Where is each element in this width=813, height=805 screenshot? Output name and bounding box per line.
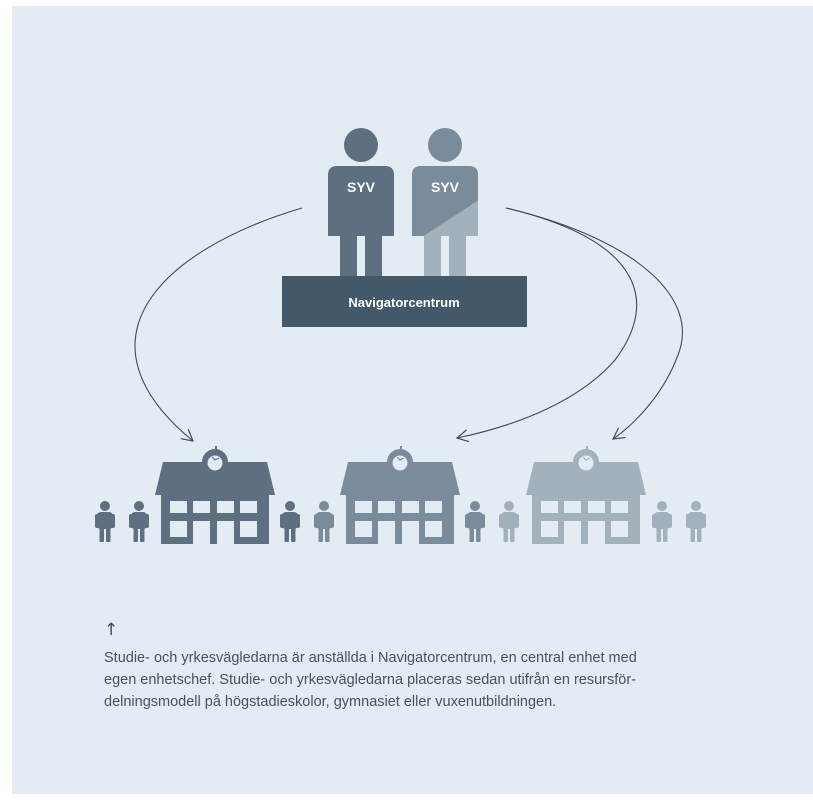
diagram-panel: [12, 6, 813, 794]
caption-line-2: egen enhetschef. Studie- och yrkesvägled…: [104, 672, 636, 688]
student-figure: [129, 501, 149, 542]
caption-line-1: Studie- och yrkesvägledarna är anställda…: [104, 650, 637, 666]
student-figure: [95, 501, 115, 542]
student-figure: [499, 501, 519, 542]
counselor-figure-2: [412, 128, 478, 276]
student-figure: [652, 501, 672, 542]
counselor-label-2: SYV: [431, 179, 460, 195]
school-building-3: [526, 446, 646, 544]
navigatorcentrum-box: [282, 276, 527, 327]
arrow-to-school-2: [455, 207, 638, 443]
counselor-label-1: SYV: [347, 179, 376, 195]
school-building-2: [340, 446, 460, 544]
caption-line-3: delningsmodell på högstadieskolor, gymna…: [104, 694, 557, 710]
student-figure: [686, 501, 706, 542]
student-figure: [465, 501, 485, 542]
school-building-1: [155, 446, 275, 544]
arrow-up-icon: ↑: [104, 620, 119, 640]
caption-area: ↑ Studie- och yrkesvägledarna är anställ…: [104, 622, 744, 728]
student-figure: [280, 501, 300, 542]
navigatorcentrum-label: Navigatorcentrum: [348, 295, 459, 310]
counselor-figure-1: [328, 128, 394, 276]
caption-text: Studie- och yrkesvägledarna är anställda…: [104, 647, 744, 713]
arrow-to-school-3: [505, 207, 683, 440]
student-figure: [314, 501, 334, 542]
arrow-to-school-1: [134, 207, 303, 442]
